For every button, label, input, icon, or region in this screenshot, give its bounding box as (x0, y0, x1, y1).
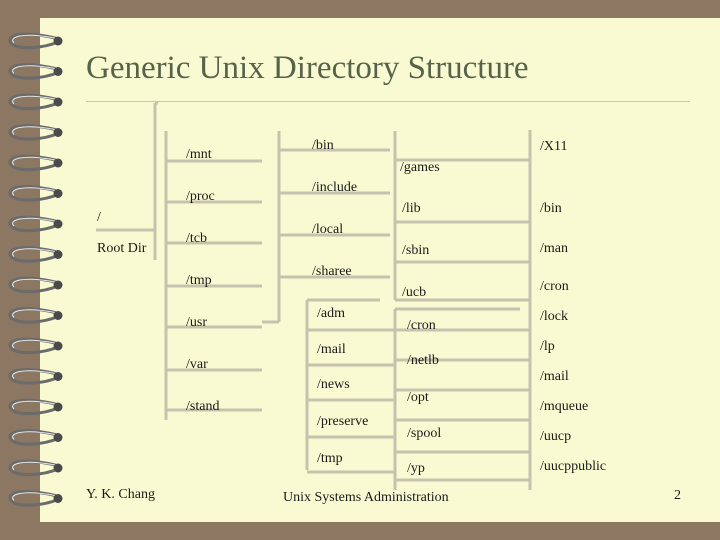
binding-ring-highlight (12, 248, 56, 257)
binding-ring (8, 490, 60, 507)
usr-child-node: /X11 (540, 139, 568, 154)
usr-child-node: /mqueue (540, 399, 589, 414)
root-node-label: / (97, 210, 101, 225)
usr-child-node: /sbin (402, 243, 430, 258)
usr-child-node: /lock (540, 309, 568, 324)
binding-ring-highlight (12, 126, 56, 135)
binding-ring (8, 276, 60, 294)
usr-child-node: /netlb (407, 353, 439, 368)
usr-child-node: /cron (407, 318, 436, 333)
page-number: 2 (674, 488, 681, 503)
binding-hole (53, 341, 63, 351)
usr-child-node: /bin (540, 201, 562, 216)
binding-hole (53, 311, 63, 320)
level1-node: /usr (186, 315, 207, 330)
binding-ring (8, 154, 60, 172)
binding-hole (53, 219, 63, 229)
usr-child-node: /yp (407, 461, 425, 476)
binding-hole (53, 402, 63, 412)
usr-child-node: /uucppublic (540, 459, 607, 474)
binding-ring (8, 215, 60, 233)
binding-hole (53, 494, 63, 503)
binding-hole (53, 189, 63, 198)
binding-hole (53, 36, 63, 46)
usr-child-node: /uucp (540, 429, 572, 444)
binding-hole (53, 280, 63, 290)
binding-ring (8, 429, 60, 446)
usr-child-node: /news (317, 377, 350, 392)
binding-ring (8, 459, 60, 477)
usr-child-node: /opt (407, 390, 429, 405)
binding-hole (53, 67, 63, 76)
level1-node: /tmp (186, 273, 212, 288)
footer-author: Y. K. Chang (86, 487, 155, 502)
binding-ring-highlight (12, 217, 56, 227)
binding-ring-highlight (12, 65, 56, 74)
binding-ring-highlight (12, 34, 56, 44)
usr-child-node: /mail (540, 369, 569, 384)
binding-ring (8, 32, 60, 50)
binding-ring (8, 93, 60, 111)
level1-node: /stand (186, 399, 220, 414)
footer-course: Unix Systems Administration (283, 490, 449, 505)
binding-ring-highlight (12, 187, 56, 196)
level1-node: /tcb (186, 231, 207, 246)
binding-ring (8, 246, 60, 263)
level1-node: /var (186, 357, 208, 372)
binding-ring (8, 124, 60, 141)
spiral-binding (8, 32, 63, 507)
binding-hole (53, 433, 63, 442)
binding-hole (53, 372, 63, 381)
level1-node: /mnt (186, 147, 212, 162)
level1-node: /proc (186, 189, 215, 204)
binding-ring-highlight (12, 431, 56, 440)
binding-ring (8, 398, 60, 416)
slide-title: Generic Unix Directory Structure (86, 50, 529, 86)
usr-child-node: /bin (312, 138, 334, 153)
binding-hole (53, 463, 63, 473)
binding-hole (53, 97, 63, 107)
binding-hole (53, 250, 63, 259)
usr-child-node: /lp (540, 339, 555, 354)
usr-child-node: /tmp (317, 451, 343, 466)
usr-child-node: /man (540, 241, 568, 256)
binding-hole (53, 158, 63, 168)
binding-hole (53, 128, 63, 137)
binding-ring (8, 337, 60, 355)
binding-ring (8, 63, 60, 80)
usr-child-node: /ucb (402, 285, 427, 300)
binding-ring-highlight (12, 339, 56, 349)
usr-child-node: /games (400, 160, 440, 175)
usr-child-node: /local (312, 222, 344, 237)
binding-ring-highlight (12, 400, 56, 410)
usr-child-node: /cron (540, 279, 569, 294)
binding-ring-highlight (12, 492, 56, 501)
binding-ring-highlight (12, 95, 56, 105)
title-underline (86, 101, 690, 102)
binding-ring-highlight (12, 278, 56, 288)
usr-child-node: /adm (317, 306, 345, 321)
usr-child-node: /spool (407, 426, 442, 441)
binding-ring-highlight (12, 309, 56, 318)
usr-child-node: /mail (317, 342, 346, 357)
binding-ring-highlight (12, 156, 56, 166)
usr-child-node: /sharee (312, 264, 352, 279)
usr-child-node: /include (312, 180, 358, 195)
binding-ring (8, 368, 60, 385)
binding-ring-highlight (12, 461, 56, 471)
usr-child-node: /lib (402, 201, 421, 216)
binding-ring-highlight (12, 370, 56, 379)
root-node-caption: Root Dir (97, 241, 147, 256)
binding-ring (8, 185, 60, 202)
binding-ring (8, 307, 60, 324)
usr-child-node: /preserve (317, 414, 369, 429)
